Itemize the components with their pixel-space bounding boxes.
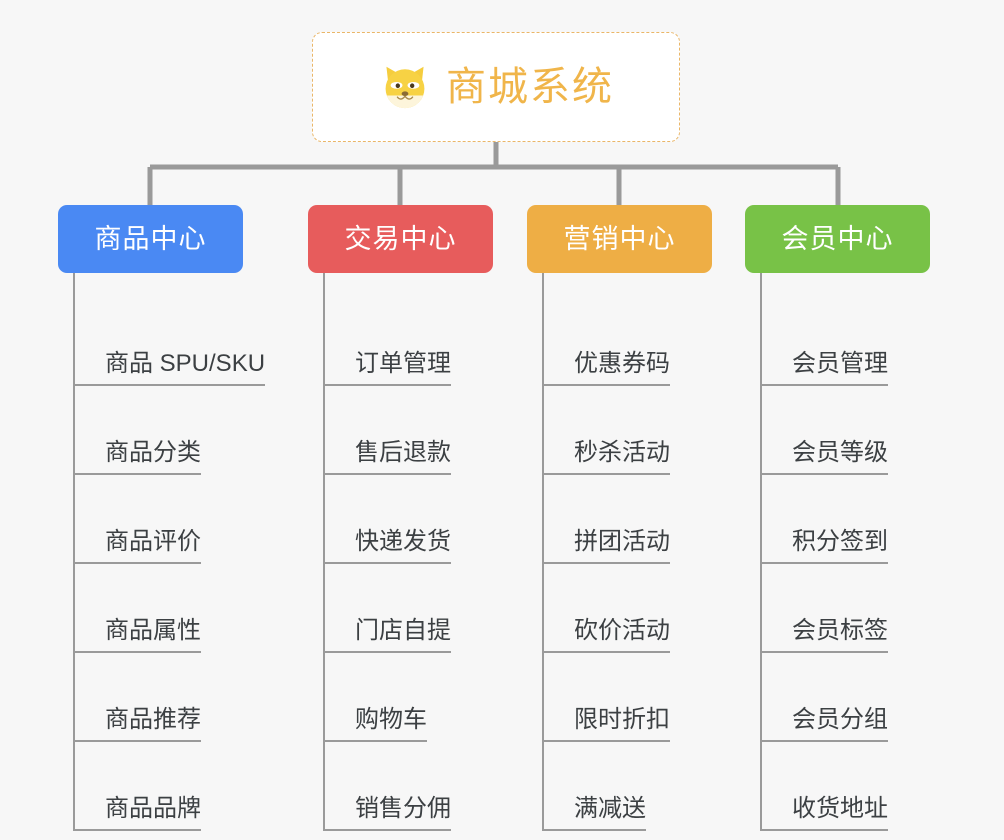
list-item[interactable]: 限时折扣 <box>544 653 712 742</box>
leaf-label: 商品属性 <box>105 617 201 653</box>
list-item[interactable]: 会员管理 <box>762 297 930 386</box>
leaf-label: 会员标签 <box>792 617 888 653</box>
list-item[interactable]: 秒杀活动 <box>544 386 712 475</box>
list-item[interactable]: 优惠券码 <box>544 297 712 386</box>
branch-column-product-center: 商品中心 商品 SPU/SKU 商品分类 商品评价 商品属性 商品推荐 商品品牌 <box>58 205 266 831</box>
list-item[interactable]: 积分签到 <box>762 475 930 564</box>
leaf-label: 收货地址 <box>792 795 888 831</box>
branch-column-member-center: 会员中心 会员管理 会员等级 积分签到 会员标签 会员分组 收货地址 <box>745 205 930 831</box>
leaf-list-product-center: 商品 SPU/SKU 商品分类 商品评价 商品属性 商品推荐 商品品牌 <box>73 273 266 831</box>
category-box-trade-center[interactable]: 交易中心 <box>308 205 493 273</box>
leaf-label: 砍价活动 <box>574 617 670 653</box>
list-item[interactable]: 订单管理 <box>325 297 493 386</box>
category-box-product-center[interactable]: 商品中心 <box>58 205 243 273</box>
leaf-label: 会员管理 <box>792 350 888 386</box>
leaf-label: 优惠券码 <box>574 350 670 386</box>
leaf-label: 门店自提 <box>355 617 451 653</box>
category-label: 交易中心 <box>344 223 457 254</box>
leaf-list-trade-center: 订单管理 售后退款 快递发货 门店自提 购物车 销售分佣 <box>323 273 493 831</box>
list-item[interactable]: 会员标签 <box>762 564 930 653</box>
leaf-label: 商品 SPU/SKU <box>105 350 266 386</box>
list-item[interactable]: 会员等级 <box>762 386 930 475</box>
leaf-label: 订单管理 <box>355 350 451 386</box>
list-item[interactable]: 商品评价 <box>75 475 265 564</box>
list-item[interactable]: 购物车 <box>325 653 493 742</box>
root-title: 商城系统 <box>446 65 614 109</box>
leaf-label: 积分签到 <box>792 528 888 564</box>
list-item[interactable]: 门店自提 <box>325 564 493 653</box>
list-item[interactable]: 满减送 <box>544 742 712 831</box>
leaf-label: 商品分类 <box>105 439 201 475</box>
leaf-label: 商品品牌 <box>105 795 201 831</box>
category-label: 营销中心 <box>563 223 676 254</box>
list-item[interactable]: 商品推荐 <box>75 653 265 742</box>
leaf-label: 会员分组 <box>792 706 888 742</box>
leaf-label: 会员等级 <box>792 439 888 475</box>
list-item[interactable]: 商品属性 <box>75 564 265 653</box>
list-item[interactable]: 快递发货 <box>325 475 493 564</box>
leaf-label: 秒杀活动 <box>574 439 670 475</box>
category-label: 商品中心 <box>94 223 207 254</box>
list-item[interactable]: 砍价活动 <box>544 564 712 653</box>
leaf-label: 快递发货 <box>355 528 451 564</box>
category-box-marketing-center[interactable]: 营销中心 <box>527 205 712 273</box>
leaf-label: 售后退款 <box>355 439 451 475</box>
shiba-dog-face-icon <box>378 60 432 114</box>
category-box-member-center[interactable]: 会员中心 <box>745 205 930 273</box>
root-node[interactable]: 商城系统 <box>312 32 680 142</box>
leaf-label: 拼团活动 <box>574 528 670 564</box>
category-label: 会员中心 <box>781 223 894 254</box>
branch-column-trade-center: 交易中心 订单管理 售后退款 快递发货 门店自提 购物车 销售分佣 <box>308 205 493 831</box>
list-item[interactable]: 会员分组 <box>762 653 930 742</box>
list-item[interactable]: 拼团活动 <box>544 475 712 564</box>
leaf-label: 满减送 <box>574 795 646 831</box>
leaf-label: 限时折扣 <box>574 706 670 742</box>
list-item[interactable]: 销售分佣 <box>325 742 493 831</box>
leaf-list-marketing-center: 优惠券码 秒杀活动 拼团活动 砍价活动 限时折扣 满减送 <box>542 273 712 831</box>
leaf-label: 商品评价 <box>105 528 201 564</box>
list-item[interactable]: 商品品牌 <box>75 742 265 831</box>
list-item[interactable]: 商品分类 <box>75 386 265 475</box>
list-item[interactable]: 售后退款 <box>325 386 493 475</box>
leaf-list-member-center: 会员管理 会员等级 积分签到 会员标签 会员分组 收货地址 <box>760 273 930 831</box>
leaf-label: 购物车 <box>355 706 427 742</box>
list-item[interactable]: 商品 SPU/SKU <box>75 297 266 386</box>
leaf-label: 商品推荐 <box>105 706 201 742</box>
leaf-label: 销售分佣 <box>355 795 451 831</box>
branch-column-marketing-center: 营销中心 优惠券码 秒杀活动 拼团活动 砍价活动 限时折扣 满减送 <box>527 205 712 831</box>
list-item[interactable]: 收货地址 <box>762 742 930 831</box>
